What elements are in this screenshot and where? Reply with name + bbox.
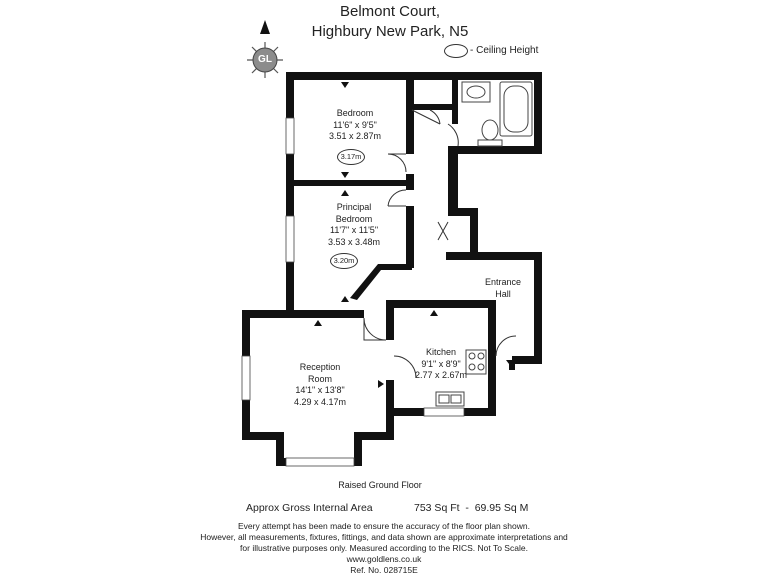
area-value: 753 Sq Ft - 69.95 Sq M xyxy=(414,502,529,514)
entrance-hall-name-2: Hall xyxy=(495,288,511,299)
principal-bedroom-name-1: Principal xyxy=(336,202,372,212)
kitchen-name: Kitchen xyxy=(425,347,457,357)
area-label: Approx Gross Internal Area xyxy=(246,502,373,514)
address-line-2: Highbury New Park, N5 xyxy=(311,23,469,40)
room-entrance-hall: Entrance Hall xyxy=(478,277,528,300)
principal-bedroom-metric: 3.53 x 3.48m xyxy=(327,236,381,247)
principal-bedroom-imperial: 11'7" x 11'5" xyxy=(329,225,379,235)
bedroom-ceiling-height: 3.17m xyxy=(337,149,365,165)
bedroom-name: Bedroom xyxy=(336,108,374,118)
disclaimer-line-3: for illustrative purposes only. Measured… xyxy=(240,543,528,553)
bedroom-imperial: 11'6" x 9'5" xyxy=(333,119,377,130)
reference-number: Ref. No. 028715E xyxy=(350,565,418,575)
compass-label: GL xyxy=(258,54,272,65)
reception-name-2: Room xyxy=(307,373,332,384)
ceiling-height-legend-label: - Ceiling Height xyxy=(470,45,539,56)
website: www.goldlens.co.uk xyxy=(346,554,422,564)
room-reception: Reception Room 14'1" x 13'8" 4.29 x 4.17… xyxy=(272,362,368,408)
disclaimer-line-2: However, all measurements, fixtures, fit… xyxy=(200,532,568,542)
room-bedroom: Bedroom 11'6" x 9'5" 3.51 x 2.87m xyxy=(310,108,400,143)
room-principal-bedroom: Principal Bedroom 11'7" x 11'5" 3.53 x 3… xyxy=(306,202,402,248)
bedroom-metric: 3.51 x 2.87m xyxy=(328,131,382,141)
kitchen-metric: 2.77 x 2.67m xyxy=(414,370,468,380)
disclaimer-line-1: Every attempt has been made to ensure th… xyxy=(237,521,530,531)
floor-label: Raised Ground Floor xyxy=(338,480,422,490)
address-line-1: Belmont Court, xyxy=(339,3,441,20)
principal-bedroom-ceiling-height: 3.20m xyxy=(330,253,358,269)
entrance-hall-name-1: Entrance xyxy=(484,277,522,287)
kitchen-imperial: 9'1" x 8'9" xyxy=(421,358,461,369)
ceiling-height-legend-icon xyxy=(444,44,468,58)
principal-bedroom-name-2: Bedroom xyxy=(335,213,373,224)
reception-metric: 4.29 x 4.17m xyxy=(293,396,347,407)
reception-name-1: Reception xyxy=(299,362,341,372)
compass-icon: GL xyxy=(240,18,290,80)
reception-imperial: 14'1" x 13'8" xyxy=(295,385,345,395)
room-kitchen: Kitchen 9'1" x 8'9" 2.77 x 2.67m xyxy=(396,347,486,382)
